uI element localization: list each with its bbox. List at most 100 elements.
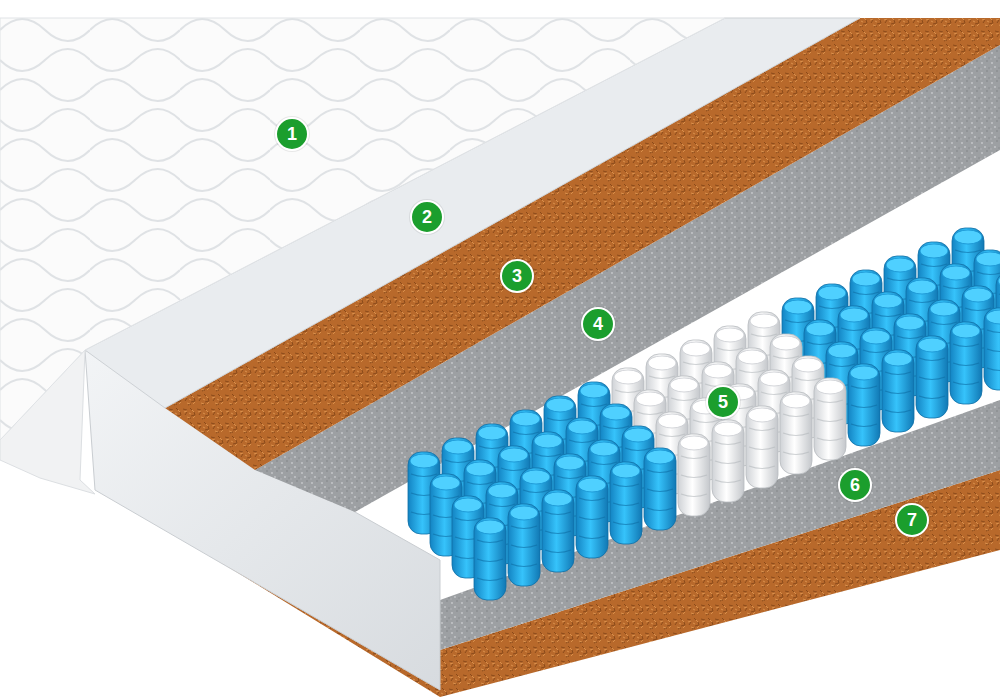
callout-number: 4 (581, 307, 615, 341)
spring-top (476, 520, 504, 534)
spring-top (680, 436, 708, 450)
callout-number: 3 (500, 259, 534, 293)
spring-top (658, 414, 686, 428)
spring-top (432, 476, 460, 490)
spring-top (850, 366, 878, 380)
spring-top (952, 324, 980, 338)
spring-body (780, 392, 812, 474)
spring-top (556, 456, 584, 470)
spring-ripples (715, 442, 741, 483)
spring-top (884, 352, 912, 366)
spring-top (976, 252, 1000, 266)
spring-ripples (817, 400, 843, 441)
spring-top (466, 462, 494, 476)
spring-top (986, 310, 1000, 324)
spring-top (750, 314, 778, 328)
spring-top (816, 380, 844, 394)
callout-number: 6 (838, 468, 872, 502)
spring-top (670, 378, 698, 392)
callout-label: 3 (512, 267, 522, 285)
spring-top (862, 330, 890, 344)
spring-top (964, 288, 992, 302)
spring-top (500, 448, 528, 462)
spring-body (916, 336, 948, 418)
spring-top (828, 344, 856, 358)
spring-top (942, 266, 970, 280)
spring-top (896, 316, 924, 330)
spring-top (614, 370, 642, 384)
spring-top (840, 308, 868, 322)
spring-body (678, 434, 710, 516)
spring-top (590, 442, 618, 456)
pocket-spring (848, 364, 880, 446)
spring-top (410, 454, 438, 468)
spring-top (454, 498, 482, 512)
spring-ripples (477, 540, 503, 581)
spring-ripples (579, 498, 605, 539)
pocket-spring (950, 322, 982, 404)
spring-top (714, 422, 742, 436)
spring-ripples (613, 484, 639, 525)
spring-body (814, 378, 846, 460)
callout-label: 2 (422, 208, 432, 226)
spring-top (784, 300, 812, 314)
spring-top (748, 408, 776, 422)
spring-top (920, 244, 948, 258)
spring-top (818, 286, 846, 300)
spring-body (984, 308, 1000, 390)
spring-top (488, 484, 516, 498)
spring-top (612, 464, 640, 478)
spring-top (738, 350, 766, 364)
pocket-spring (678, 434, 710, 516)
callout-number: 5 (706, 385, 740, 419)
spring-body (644, 448, 676, 530)
spring-top (534, 434, 562, 448)
spring-top (682, 342, 710, 356)
callout-number: 2 (410, 200, 444, 234)
spring-top (874, 294, 902, 308)
pocket-spring (576, 476, 608, 558)
callout-label: 4 (593, 315, 603, 333)
callout-number: 1 (275, 117, 309, 151)
spring-top (716, 328, 744, 342)
spring-top (522, 470, 550, 484)
spring-top (794, 358, 822, 372)
spring-top (546, 398, 574, 412)
spring-body (746, 406, 778, 488)
spring-top (648, 356, 676, 370)
spring-top (544, 492, 572, 506)
spring-ripples (783, 414, 809, 455)
spring-top (624, 428, 652, 442)
pocket-spring (644, 448, 676, 530)
spring-body (848, 364, 880, 446)
spring-top (568, 420, 596, 434)
spring-top (444, 440, 472, 454)
callout-label: 1 (287, 125, 297, 143)
callout-number: 7 (895, 503, 929, 537)
spring-top (930, 302, 958, 316)
spring-top (760, 372, 788, 386)
spring-top (954, 230, 982, 244)
pocket-spring (508, 504, 540, 586)
spring-top (782, 394, 810, 408)
spring-top (478, 426, 506, 440)
spring-top (580, 384, 608, 398)
spring-top (806, 322, 834, 336)
pocket-spring (882, 350, 914, 432)
spring-top (636, 392, 664, 406)
spring-top (772, 336, 800, 350)
bottom-felt-layer (440, 400, 1000, 650)
spring-ripples (953, 344, 979, 385)
spring-top (646, 450, 674, 464)
spring-ripples (749, 428, 775, 469)
pocket-springs (408, 228, 1000, 600)
pocket-spring (712, 420, 744, 502)
pocket-spring (474, 518, 506, 600)
spring-ripples (511, 526, 537, 567)
spring-ripples (987, 330, 1000, 371)
quilted-cover (0, 18, 725, 440)
pocket-spring (916, 336, 948, 418)
